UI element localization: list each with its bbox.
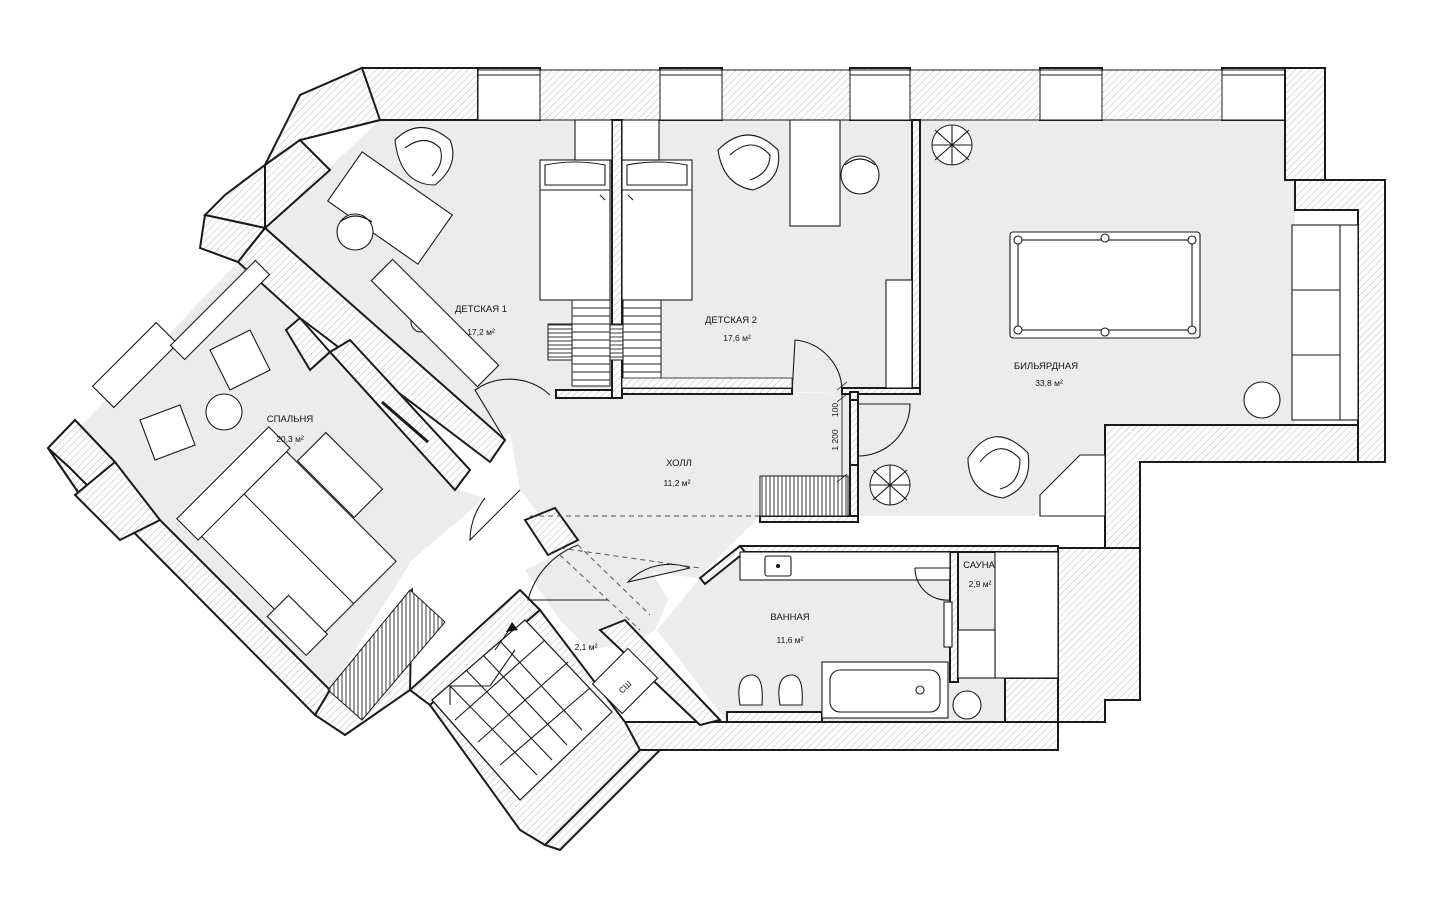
sauna-name: САУНА [963,560,995,571]
kids2-name: ДЕТСКАЯ 2 [705,315,757,326]
bedroom-furniture [91,259,429,657]
kids1-furniture [326,127,500,388]
plant-icon [869,464,911,506]
billiard-area: 33,8 м² [1035,378,1063,388]
kids1-name: ДЕТСКАЯ 1 [455,304,507,315]
kids2-furniture [717,119,913,389]
storage-area: 2,1 м² [575,642,598,652]
beds-kids [539,119,693,301]
bath-area: 11,6 м² [777,635,804,645]
main-staircase [431,619,613,801]
attic-ladder-bedroom [327,589,446,721]
hall-area: 11,2 м² [664,478,691,488]
bathroom-fixtures [591,551,982,720]
bedroom-name: СПАЛЬНЯ [267,414,314,425]
sauna-furniture [957,551,1059,679]
bedroom-area: 20,3 м² [276,434,304,444]
billiard-furniture [869,124,1359,517]
bunk-ladders [547,299,849,517]
sauna-area: 2,9 м² [969,579,992,589]
billiard-name: БИЛЬЯРДНАЯ [1014,361,1078,372]
dimension-1200: 1 200 [830,429,840,451]
kids1-area: 17,2 м² [467,327,495,337]
doors [469,339,951,631]
plant-icon [931,124,973,166]
kids2-area: 17,6 м² [723,333,751,343]
dimension-100: 100 [830,403,840,417]
bath-name: ВАННАЯ [770,612,809,623]
hall-name: ХОЛЛ [666,458,692,469]
dimension-lines: 100 1 200 [830,381,848,483]
